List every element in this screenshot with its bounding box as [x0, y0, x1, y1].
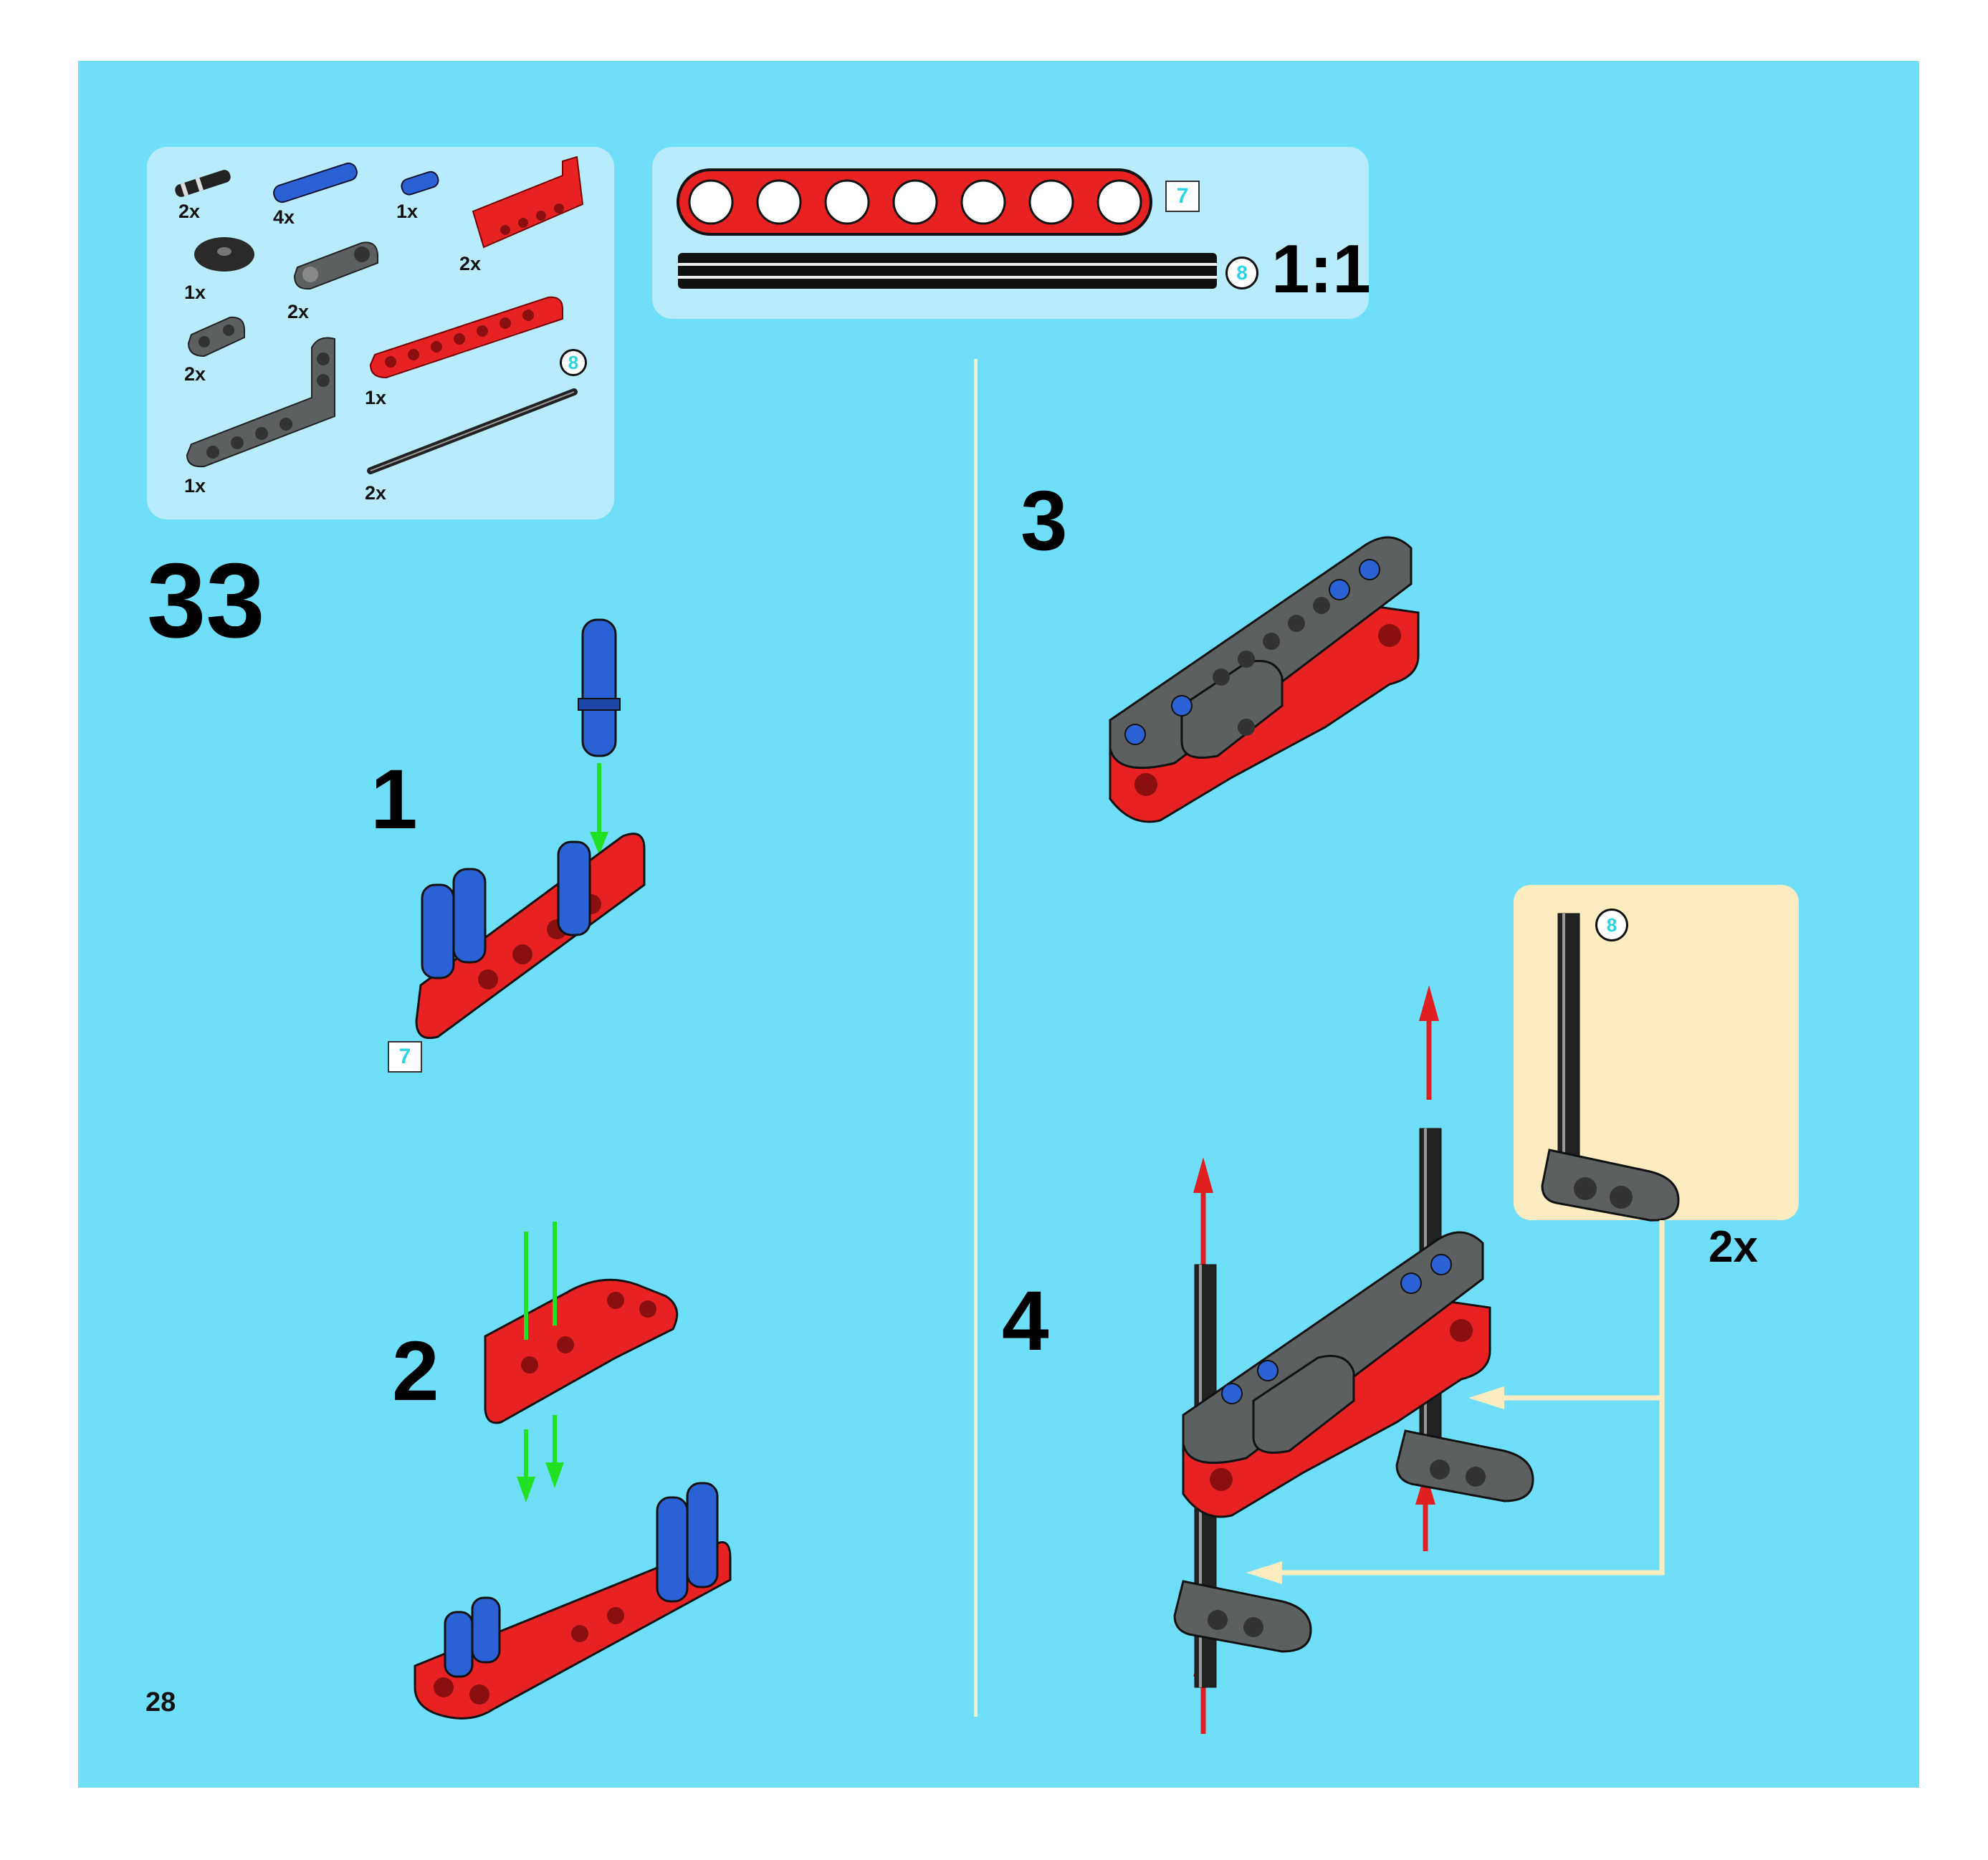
blue-pins: [444, 1482, 719, 1678]
black-bush-part: [194, 237, 254, 272]
substep-1-number: 1: [371, 752, 418, 847]
column-divider: [974, 359, 978, 1717]
blue-pin-part: [401, 171, 439, 196]
blue-long-pin-part: [273, 162, 358, 203]
part-qty-black-axle: 2x: [365, 482, 387, 504]
substep-3-illustration: [1109, 536, 1420, 823]
axle-in-liftarm: [1541, 913, 1680, 1222]
black-8-axle-full-scale: [678, 253, 1217, 289]
part-qty-black-bush: 1x: [184, 282, 206, 303]
red-7-beam-full-scale: [677, 168, 1152, 236]
blue-pins-installed: [421, 840, 591, 979]
step-number: 33: [147, 542, 265, 660]
substep-4-number: 4: [1002, 1274, 1049, 1368]
blue-pin-falling: [578, 618, 621, 757]
red-beam-bottom: [414, 1541, 732, 1720]
gray-2l-liftarm-left: [1173, 1580, 1312, 1653]
substep-4-illustration: [1173, 985, 1534, 1734]
substep-2-illustration: [414, 1222, 732, 1720]
black-friction-pin-part: [175, 170, 231, 197]
gray-2l-liftarm-part: [293, 241, 378, 290]
part-qty-red-straight-beam: 1x: [365, 387, 387, 408]
axle-length-badge: 8: [560, 349, 587, 376]
part-qty-red-angle-beam: 2x: [459, 253, 482, 274]
parts-list-illustration: [175, 155, 584, 474]
part-qty-blue-long-pin: 4x: [273, 206, 295, 228]
part-qty-gray-2l-liftarm: 2x: [287, 301, 310, 322]
gray-liftarms: [1109, 536, 1413, 770]
substep-2-number: 2: [392, 1324, 439, 1419]
callout-connector-arrows: [1246, 1220, 1665, 1584]
axle-length-badge-scale: 8: [1225, 257, 1258, 289]
instruction-page: 2x 4x 1x 2x 1x 2x 2x 1x 1x 2x 8 7 8 1:1 …: [78, 61, 1919, 1788]
gray-angle-beam-part: [186, 337, 335, 468]
callout-axle-length-badge: 8: [1595, 909, 1628, 941]
gray-2l-liftarm-right: [1395, 1429, 1534, 1502]
gray-liftarms: [1182, 1231, 1484, 1464]
red-angle-beam-part: [472, 155, 584, 249]
green-arrows: [517, 1222, 564, 1502]
part-qty-black-pin: 2x: [178, 201, 201, 222]
subassembly-illustration: [1541, 913, 1680, 1222]
substep-1-beam-badge: 7: [388, 1041, 422, 1073]
black-axle-part: [367, 388, 578, 474]
page-number: 28: [145, 1687, 176, 1717]
beam-length-badge: 7: [1165, 181, 1200, 212]
part-qty-gray-angle-beam: 1x: [184, 475, 206, 497]
substep-3-number: 3: [1021, 474, 1068, 568]
part-qty-blue-pin: 1x: [396, 201, 419, 222]
green-arrow: [590, 763, 608, 855]
red-straight-beam-part: [369, 296, 563, 379]
red-angle-beam-falling: [484, 1278, 679, 1424]
callout-quantity: 2x: [1709, 1222, 1758, 1272]
part-qty-gray-small-liftarm: 2x: [184, 363, 206, 385]
scale-reference-illustration: [677, 168, 1217, 289]
substep-1-illustration: [415, 618, 646, 1040]
gray-small-liftarm-part: [187, 316, 245, 358]
scale-label: 1:1: [1271, 231, 1371, 307]
